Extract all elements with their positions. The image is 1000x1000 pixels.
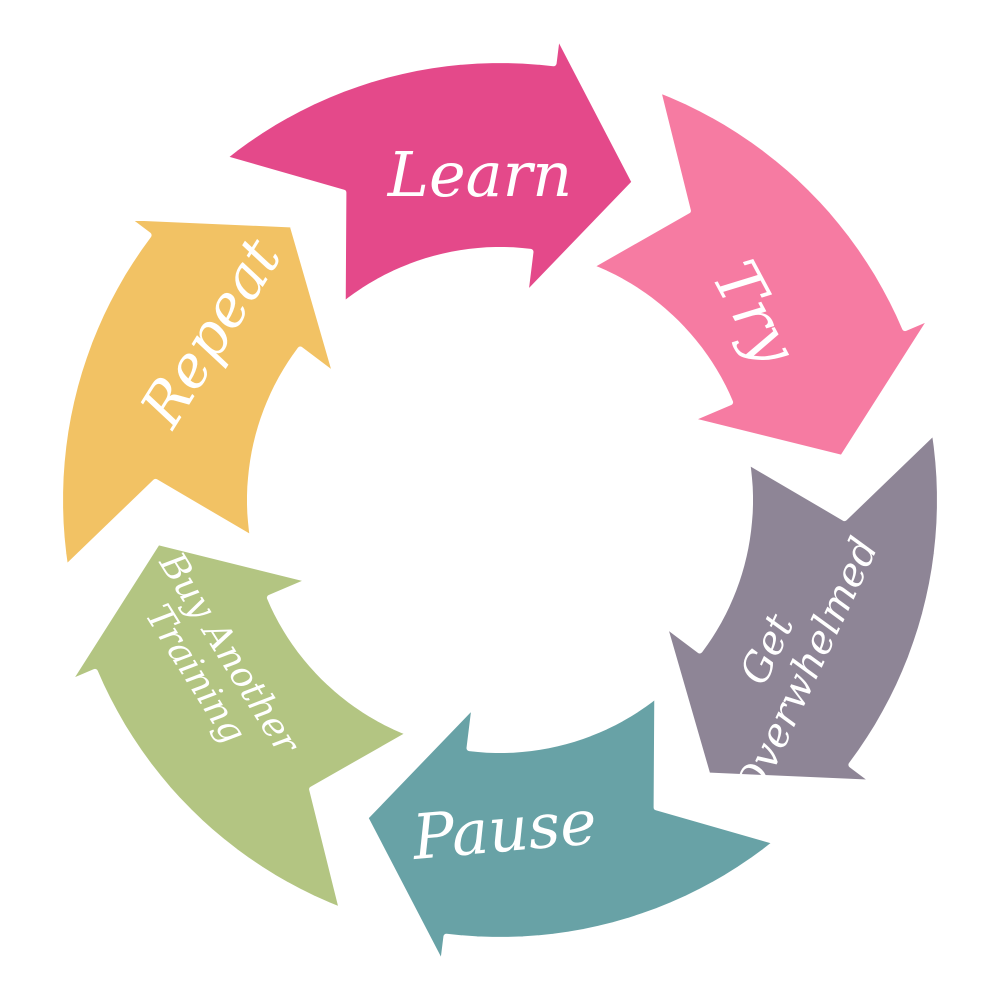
cycle-arrow-repeat <box>57 214 340 572</box>
cycle-arrow-try <box>586 86 936 461</box>
cycle-arrow-get-overwhelmed <box>660 428 943 786</box>
cycle-arrow-pause <box>362 691 780 970</box>
cycle-arrow-learn <box>220 30 638 309</box>
step-label: Pause <box>409 785 600 874</box>
step-label: Learn <box>387 138 572 211</box>
cycle-arrow-buy-another-training <box>64 539 414 914</box>
